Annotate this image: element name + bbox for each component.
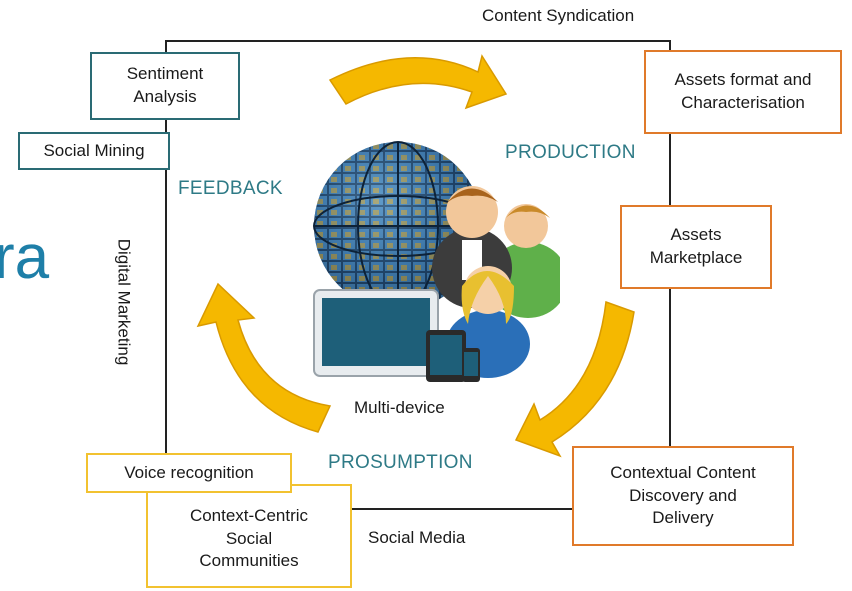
phase-feedback: FEEDBACK: [178, 178, 283, 199]
arrow-top: [328, 54, 508, 110]
edge-label-bottom: Social Media: [368, 528, 466, 547]
arrow-left: [196, 282, 332, 433]
box-voice-recognition: Voice recognition: [86, 453, 292, 493]
box-social-mining: Social Mining: [18, 132, 170, 170]
box-assets-format: Assets format and Characterisation: [644, 50, 842, 134]
center-label: Multi-device: [354, 398, 445, 417]
partial-title: ra: [0, 223, 50, 292]
people-icon: [432, 186, 560, 378]
phase-prosumption: PROSUMPTION: [328, 452, 473, 473]
box-contextual-content: Contextual Content Discovery and Deliver…: [572, 446, 794, 546]
edge-label-top: Content Syndication: [482, 6, 635, 25]
globe-people-devices-illustration: [313, 141, 560, 382]
phase-production: PRODUCTION: [505, 142, 636, 163]
devices-icon: [313, 289, 480, 382]
box-context-centric-communities: Context-Centric Social Communities: [146, 484, 352, 588]
arrow-right: [514, 300, 635, 458]
box-sentiment-analysis: Sentiment Analysis: [90, 52, 240, 120]
box-assets-marketplace: Assets Marketplace: [620, 205, 772, 289]
